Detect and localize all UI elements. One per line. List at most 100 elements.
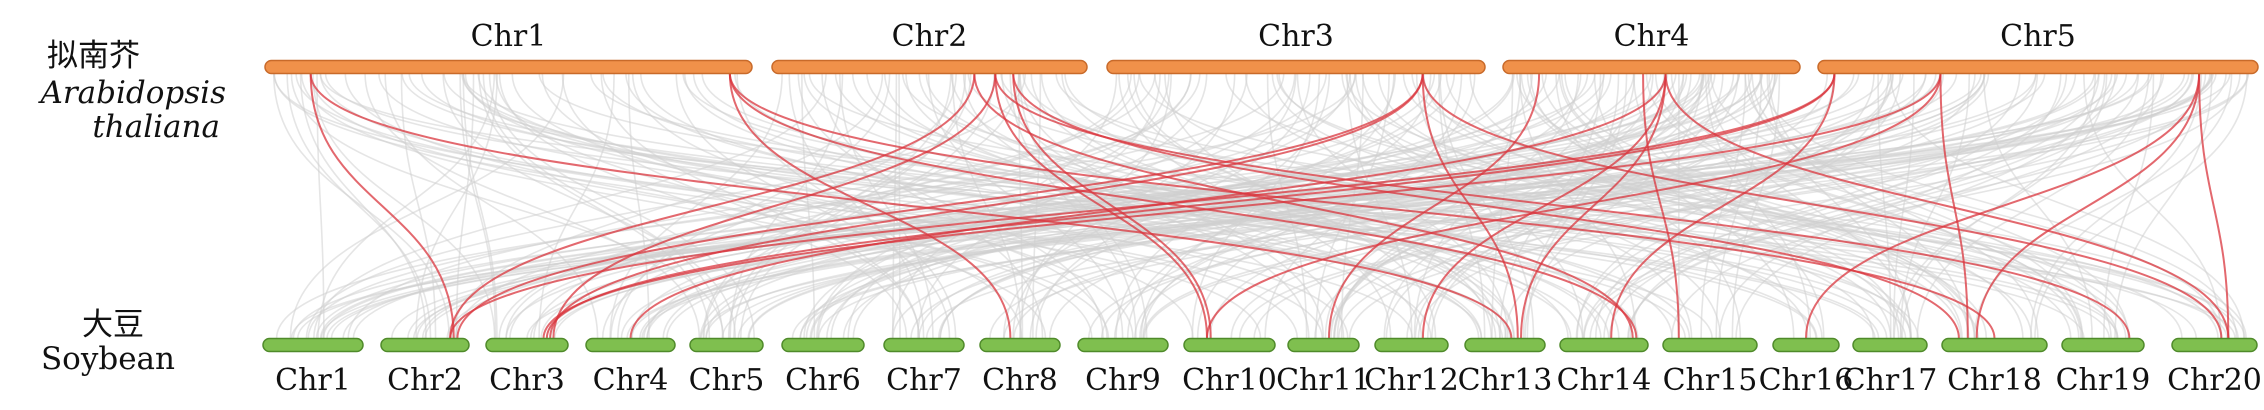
background-synteny-link [937,73,1762,339]
background-synteny-link [799,73,2190,339]
species-bottom-english: Soybean [41,341,175,377]
background-synteny-link [2029,73,2203,339]
top-chromosome-bar [771,59,1088,75]
background-synteny-link [315,73,1596,339]
bottom-chromosome-bar [1662,337,1758,353]
background-synteny-link [442,73,737,339]
background-synteny-link [1126,73,1501,339]
bottom-chromosome-label: Chr8 [982,363,1058,398]
highlight-links-layer [309,73,2230,339]
background-synteny-link [400,73,437,339]
background-synteny-link [1333,73,1692,339]
background-synteny-link [1244,73,1809,339]
background-synteny-link [1759,73,2238,339]
top-chromosome-label: Chr1 [471,19,547,54]
background-synteny-link [627,73,650,339]
background-synteny-link [290,73,725,339]
background-synteny-link [1349,73,1693,339]
bottom-chromosome-bar [1464,337,1546,353]
bottom-chromosome-bar [380,337,470,353]
highlight-synteny-link [309,73,455,339]
top-chromosome-bar [1817,59,2259,75]
background-synteny-link [1143,73,2195,339]
background-synteny-link [347,73,1156,339]
background-synteny-link [420,73,1713,339]
highlight-synteny-link [1939,73,1969,339]
background-synteny-link [729,73,844,339]
background-synteny-link [2103,73,2155,339]
highlight-synteny-link [1664,73,2230,339]
bottom-chromosome-bar [979,337,1061,353]
top-chromosome-bar [264,59,753,75]
bottom-chromosome-bar [689,337,764,353]
bottom-chromosome-bar [2061,337,2145,353]
bottom-chromosome-bar [1941,337,2048,353]
background-synteny-link [1411,73,2247,339]
background-synteny-link [1296,73,1509,339]
bottom-chromosome-label: Chr13 [1458,363,1553,398]
background-synteny-link [1632,73,1825,339]
background-synteny-link [561,73,920,339]
highlight-synteny-link [449,73,976,339]
bottom-chromosome-label: Chr7 [886,363,962,398]
background-synteny-link [1558,73,1970,339]
bottom-chromosome-bar [1077,337,1169,353]
background-synteny-link [1345,73,2127,339]
bottom-chromosome-label: Chr18 [1947,363,2042,398]
bottom-chromosome-label: Chr6 [785,363,861,398]
background-synteny-link [478,73,711,339]
highlight-synteny-link [728,73,1012,339]
background-synteny-link [1118,73,1392,339]
background-synteny-link [747,73,1937,339]
background-synteny-link [830,73,1351,339]
bottom-chromosome-bar [585,337,676,353]
bottom-chromosome-label: Chr17 [1843,363,1938,398]
bottom-chromosome-bar [1559,337,1649,353]
highlight-synteny-link [728,73,1996,339]
bottom-chromosome-label: Chr12 [1364,363,1459,398]
background-synteny-link [1766,73,1912,339]
background-synteny-link [898,73,901,339]
species-top-chinese: 拟南芥 [47,38,140,74]
bottom-chromosome-bar [1374,337,1449,353]
background-synteny-link [495,73,1023,339]
background-synteny-link [1670,73,2163,339]
background-synteny-link [821,73,1044,339]
bottom-chromosome-label: Chr15 [1663,363,1758,398]
background-synteny-link [1032,73,1042,339]
bottom-chromosome-bar [781,337,865,353]
background-synteny-link [1499,73,1602,339]
species-top-latin-line1: Arabidopsis [37,75,226,111]
highlight-synteny-link [1421,73,1667,339]
highlight-synteny-link [1328,73,1541,339]
bottom-chromosome-bar [1183,337,1276,353]
background-synteny-link [803,73,1296,339]
background-synteny-link [891,73,898,339]
bottom-chromosome-bar [883,337,965,353]
background-synteny-link [916,73,1161,339]
background-synteny-link [2114,73,2213,339]
background-synteny-link [626,73,2213,339]
background-synteny-link [1704,73,1812,339]
background-synteny-link [286,73,432,339]
background-synteny-link [307,73,1285,339]
highlight-synteny-link [1805,73,2201,339]
background-synteny-link [364,73,701,339]
background-synteny-link [1018,73,1024,339]
bottom-chromosome-bar [485,337,569,353]
top-chromosome-label: Chr5 [2000,19,2076,54]
bottom-chromosome-label: Chr1 [275,363,351,398]
highlight-synteny-link [973,73,1634,339]
background-synteny-link [300,73,1047,339]
top-chromosome-label: Chr2 [892,19,968,54]
background-synteny-link [1718,73,2062,339]
background-synteny-link [2083,73,2222,339]
background-synteny-link [1019,73,1325,339]
background-synteny-link [505,73,1132,339]
highlight-synteny-link [1421,73,2223,339]
background-synteny-link [1889,73,2245,339]
highlight-synteny-link [1975,73,2201,339]
highlight-synteny-link [1520,73,1667,339]
background-synteny-link [1278,73,2119,339]
